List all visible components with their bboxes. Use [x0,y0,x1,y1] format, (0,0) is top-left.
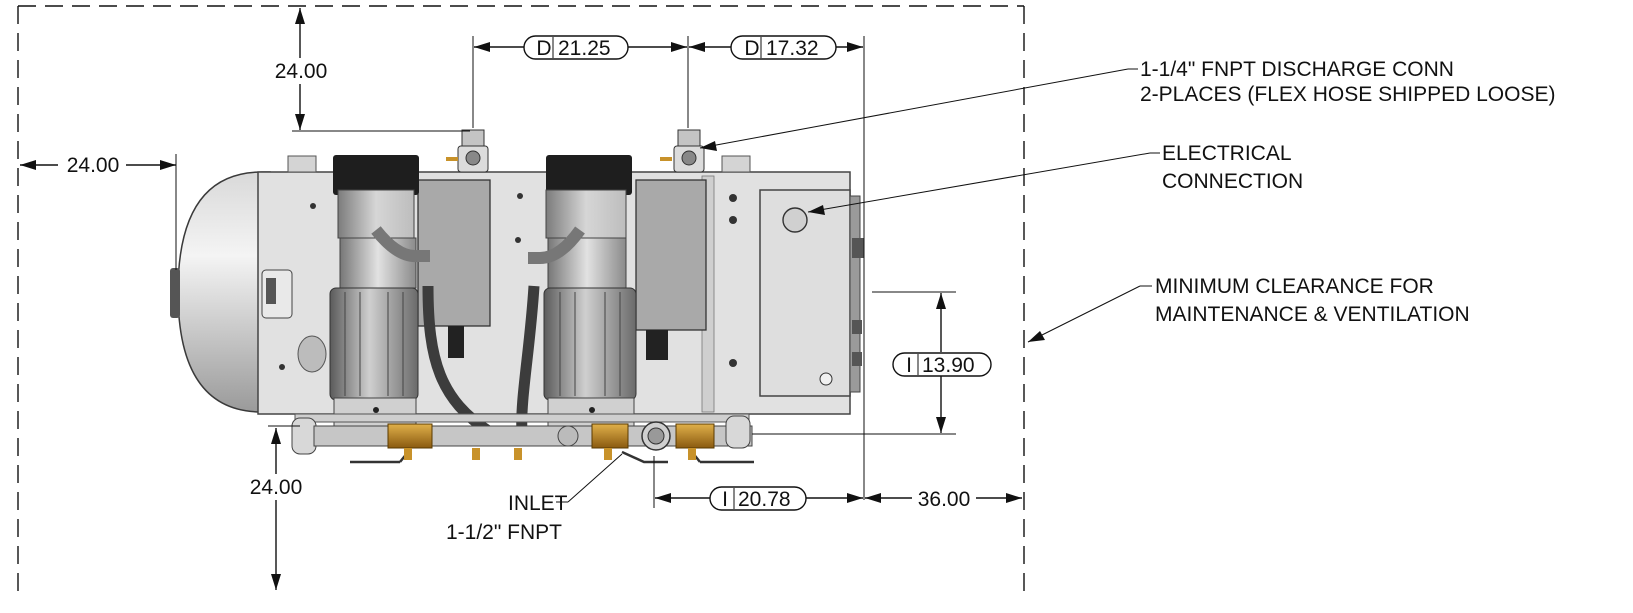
dim-spacing-1-prefix: D [536,37,551,60]
dim-spacing-1: D 21.25 [472,35,689,128]
callout-clearance-line1: MINIMUM CLEARANCE FOR [1155,275,1434,298]
callout-inlet-line2: 1-1/2" FNPT [446,521,562,544]
callout-inlet-line1: INLET [508,492,568,515]
dim-height: I 13.90 [752,291,992,435]
dim-bottom-clearance-text: 24.00 [250,476,303,499]
dim-height-value: 13.90 [922,354,975,377]
dim-inlet-offset-prefix: I [722,488,728,511]
electrical-knockout [782,207,808,233]
dim-height-prefix: I [906,354,912,377]
electrical-box [759,189,851,397]
dim-left-clearance-text: 24.00 [67,154,120,177]
clearance-boundary [17,5,1025,592]
inlet-manifold [291,413,754,464]
receiver-tank [177,171,271,413]
dim-inlet-offset: I 20.78 [653,456,863,511]
dim-bottom-clearance: 24.00 [244,425,308,590]
compressor-1 [329,155,430,427]
dim-top-clearance-text: 24.00 [275,60,328,83]
callout-clearance: MINIMUM CLEARANCE FOR MAINTENANCE & VENT… [1027,275,1470,343]
dim-top-clearance: 24.00 [270,8,470,132]
compressor-2 [528,155,637,427]
dim-inlet-offset-value: 20.78 [738,488,791,511]
dim-spacing-1-value: 21.25 [558,37,611,60]
compressor-unit [170,129,864,464]
dim-left-clearance: 24.00 [20,154,177,270]
callout-discharge: 1-1/4" FNPT DISCHARGE CONN 2-PLACES (FLE… [699,58,1555,151]
dim-spacing-2-prefix: D [744,37,759,60]
callout-discharge-line2: 2-PLACES (FLEX HOSE SHIPPED LOOSE) [1140,83,1555,106]
callout-discharge-line1: 1-1/4" FNPT DISCHARGE CONN [1140,58,1454,81]
callout-electrical: ELECTRICAL CONNECTION [807,142,1303,215]
dim-right-clearance-text: 36.00 [918,488,971,511]
callout-electrical-line2: CONNECTION [1162,170,1303,193]
dim-right-clearance: 36.00 [865,488,1022,511]
dim-spacing-2: D 17.32 [689,35,865,500]
dim-spacing-2-value: 17.32 [766,37,819,60]
callout-clearance-line2: MAINTENANCE & VENTILATION [1155,303,1470,326]
callout-electrical-line1: ELECTRICAL [1162,142,1292,165]
discharge-fitting-2 [673,129,705,173]
discharge-fitting-1 [457,129,489,173]
callout-inlet: INLET 1-1/2" FNPT [446,453,623,544]
